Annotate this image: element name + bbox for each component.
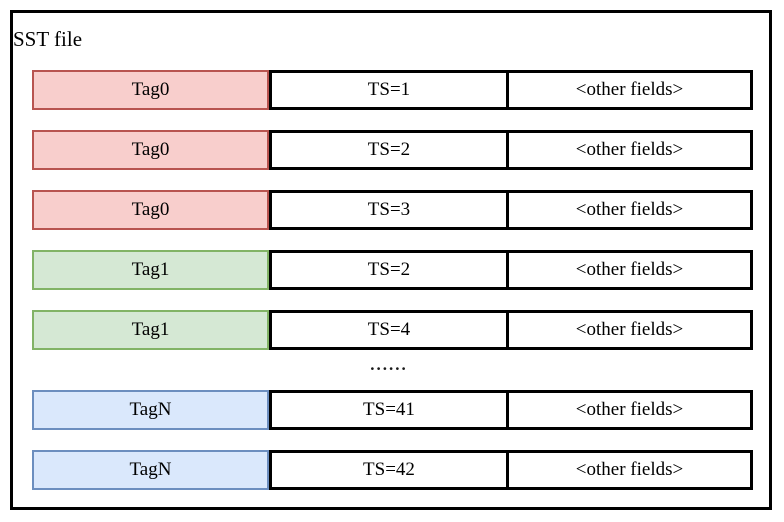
sst-file-label: SST file: [13, 27, 83, 51]
record-row-tag0-ts1: Tag0 TS=1 <other fields>: [0, 70, 784, 110]
other-fields-cell: <other fields>: [506, 450, 753, 490]
record-row-tag1-ts2: Tag1 TS=2 <other fields>: [0, 250, 784, 290]
other-fields-cell: <other fields>: [506, 390, 753, 430]
record-row-tagn-ts42: TagN TS=42 <other fields>: [0, 450, 784, 490]
other-fields-cell: <other fields>: [506, 310, 753, 350]
other-fields-cell: <other fields>: [506, 70, 753, 110]
other-fields-cell: <other fields>: [506, 190, 753, 230]
timestamp-cell: TS=3: [269, 190, 509, 230]
record-row-tag1-ts4: Tag1 TS=4 <other fields>: [0, 310, 784, 350]
timestamp-cell: TS=2: [269, 130, 509, 170]
timestamp-cell: TS=1: [269, 70, 509, 110]
tag-cell: Tag1: [32, 250, 269, 290]
tag-cell: Tag0: [32, 70, 269, 110]
record-row-tag0-ts3: Tag0 TS=3 <other fields>: [0, 190, 784, 230]
ellipsis-label: ......: [370, 355, 408, 374]
tag-cell: Tag0: [32, 190, 269, 230]
tag-cell: Tag0: [32, 130, 269, 170]
timestamp-cell: TS=4: [269, 310, 509, 350]
record-row-tag0-ts2: Tag0 TS=2 <other fields>: [0, 130, 784, 170]
record-row-tagn-ts41: TagN TS=41 <other fields>: [0, 390, 784, 430]
tag-cell: Tag1: [32, 310, 269, 350]
tag-cell: TagN: [32, 450, 269, 490]
other-fields-cell: <other fields>: [506, 250, 753, 290]
timestamp-cell: TS=42: [269, 450, 509, 490]
other-fields-cell: <other fields>: [506, 130, 753, 170]
tag-cell: TagN: [32, 390, 269, 430]
timestamp-cell: TS=2: [269, 250, 509, 290]
timestamp-cell: TS=41: [269, 390, 509, 430]
